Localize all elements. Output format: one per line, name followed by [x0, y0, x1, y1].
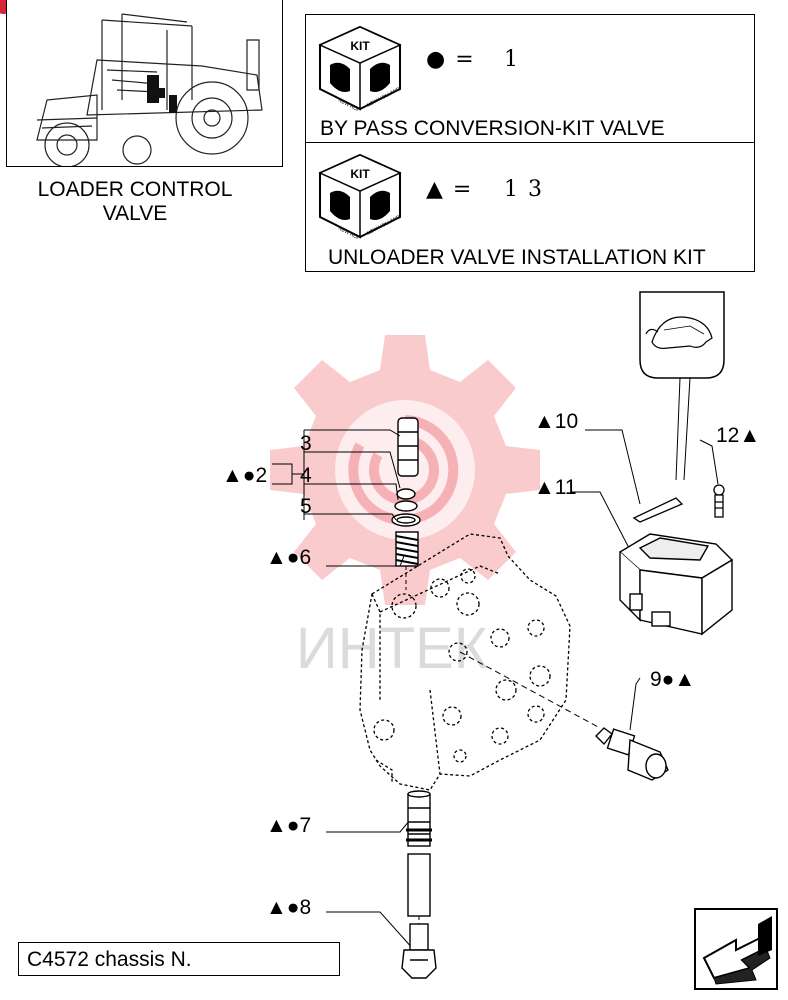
tortoise-leader [675, 377, 691, 481]
callout-3: 3 [300, 432, 312, 455]
part-12-pin [713, 484, 725, 518]
svg-text:KIT: KIT [350, 167, 370, 181]
spool-parts [391, 417, 421, 567]
callout-11: ▲11 [534, 476, 577, 499]
kit-row-unloader: KIT NEW HOLLAND NEW HOLLAND ▲= 13 UNLOAD… [306, 142, 754, 270]
callout-12: 12▲ [716, 424, 760, 447]
kit-quantity: 1 [504, 47, 528, 72]
kit-symbol-triangle: ▲= [426, 177, 482, 202]
part-7-spool [406, 790, 432, 917]
callout-6: ▲●6 [266, 546, 311, 569]
callout-8: ▲●8 [266, 896, 311, 919]
part-10-wedge [632, 497, 684, 523]
callout-2: ▲●2 [222, 464, 267, 487]
valve-body [359, 533, 571, 791]
part-8-plug [401, 923, 437, 979]
kit-title-unloader: UNLOADER VALVE INSTALLATION KIT [328, 246, 706, 269]
kit-title-bypass: BY PASS CONVERSION-KIT VALVE [320, 117, 665, 140]
callout-labels: ▲●2 3 4 5 ▲●6 ▲●7 ▲●8 9●▲ ▲10 ▲11 12▲ [222, 410, 760, 919]
part-9-solenoid [595, 727, 669, 781]
kit-quantity: 13 [504, 177, 552, 202]
kit-row-bypass: KIT NEW HOLLAND NEW HOLLAND ●= 1 BY PASS… [306, 15, 754, 142]
callout-leaders [272, 429, 719, 951]
next-page-arrow-icon [702, 916, 772, 985]
caption-line-2: VALVE [102, 202, 168, 225]
kit-logo-icon: KIT NEW HOLLAND NEW HOLLAND [318, 153, 402, 239]
svg-text:KIT: KIT [350, 39, 370, 53]
next-page-button[interactable] [694, 908, 778, 990]
part-11-switch [618, 533, 734, 636]
kit-logo-icon: KIT NEW HOLLAND NEW HOLLAND [318, 25, 402, 111]
callout-10: ▲10 [534, 410, 578, 433]
tortoise-icon [639, 291, 725, 379]
caption-line-1: LOADER CONTROL [37, 178, 233, 201]
watermark-text: ИНТЕК [296, 616, 488, 681]
callout-4: 4 [300, 464, 312, 487]
tractor-thumbnail [6, 0, 283, 167]
callout-5: 5 [300, 495, 312, 518]
callout-7: ▲●7 [266, 814, 311, 837]
chassis-label: C4572 chassis N. [18, 942, 340, 976]
diagram-caption: LOADER CONTROL VALVE [10, 178, 260, 226]
kit-symbol-circle: ●= [426, 47, 484, 72]
kit-legend: KIT NEW HOLLAND NEW HOLLAND ●= 1 BY PASS… [305, 14, 755, 272]
callout-9: 9●▲ [650, 668, 695, 691]
tractor-illustration [36, 13, 263, 166]
